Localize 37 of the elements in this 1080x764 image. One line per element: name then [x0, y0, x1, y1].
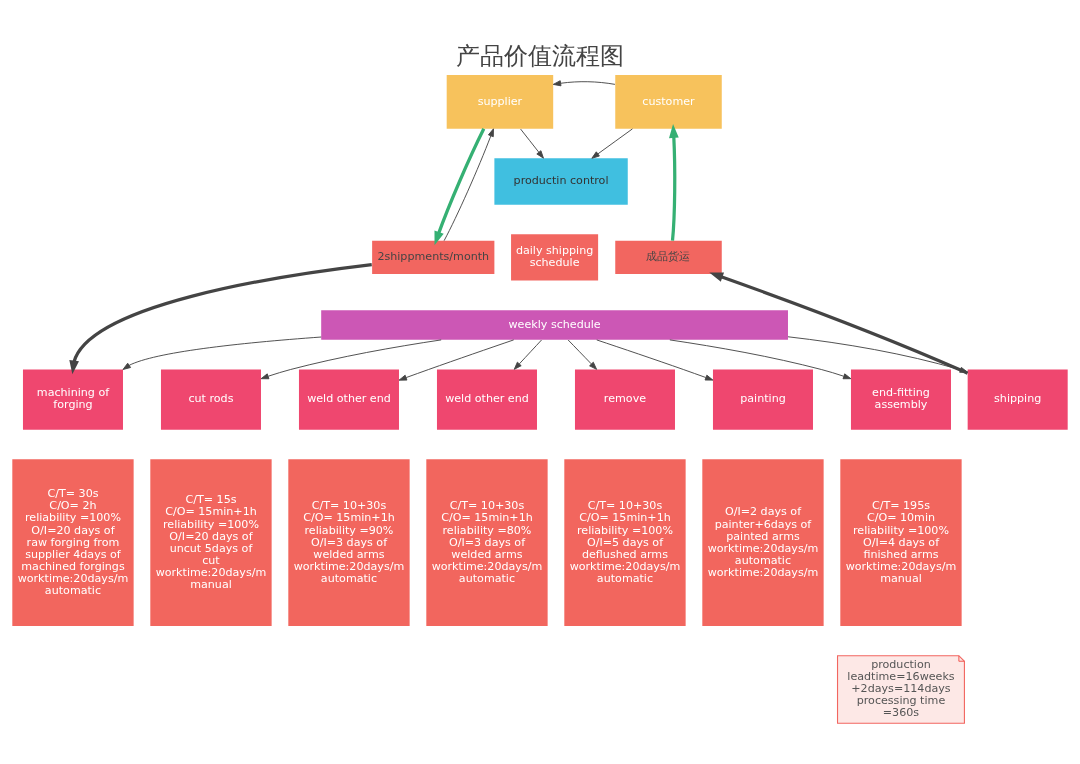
arrow: [122, 336, 322, 370]
node-box: remove: [574, 369, 675, 430]
node-box: supplier: [446, 74, 554, 129]
arrow: [552, 80, 616, 87]
node-box: end-fitting assembly: [850, 369, 951, 430]
node-box: shipping: [967, 369, 1068, 430]
arrow: [520, 128, 544, 159]
arrow: [443, 128, 494, 242]
node-box: C/T= 195s C/O= 10min reliability =100% O/I=4 days of finished arms worktime:20days/m manual: [840, 459, 962, 627]
node-box: C/T= 10+30s C/O= 15min+1h reliability =80% O/I=3 days of welded arms worktime:20days/m automatic: [426, 459, 548, 627]
node-box: 成品货运: [615, 240, 722, 275]
node-box: 2shippments/month: [372, 240, 495, 275]
node-box: weld other end: [298, 369, 399, 430]
node-box: C/T= 15s C/O= 15min+1h reliability =100% O/I=20 days of uncut 5days of cut worktime:20days/m manual: [150, 459, 272, 627]
node-box: C/T= 10+30s C/O= 15min+1h reliability =100% O/I=5 days of deflushed arms worktime:20days/m automatic: [564, 459, 686, 627]
node-box: cut rods: [160, 369, 261, 430]
node-box: O/I=2 days of painter+6days of painted arms worktime:20days/m automatic worktime:20days/m: [702, 459, 824, 627]
node-box: productin control: [494, 158, 628, 205]
node-box: weld other end: [436, 369, 537, 430]
arrow: [596, 339, 714, 381]
arrow: [669, 123, 679, 241]
node-box: weekly schedule: [321, 310, 788, 340]
arrow: [567, 339, 598, 370]
node-box: C/T= 30s C/O= 2h reliability =100% O/I=20 days of raw forging from supplier 4days of machined forgings worktime:20days/m automatic: [12, 459, 134, 627]
arrow: [260, 339, 442, 380]
node-box: painting: [712, 369, 813, 430]
arrow: [513, 339, 542, 370]
node-box: machining of forging: [22, 369, 123, 430]
arrow: [591, 128, 633, 159]
node-box: daily shipping schedule: [511, 234, 599, 281]
node-box: customer: [615, 74, 722, 129]
diagram-title: 产品价值流程图: [456, 41, 624, 70]
arrow: [434, 128, 486, 246]
arrow: [398, 339, 515, 381]
arrow: [69, 262, 372, 375]
node-box: C/T= 10+30s C/O= 15min+1h reliability =90% O/I=3 days of welded arms worktime:20days/m automatic: [288, 459, 410, 627]
arrow: [669, 339, 852, 380]
